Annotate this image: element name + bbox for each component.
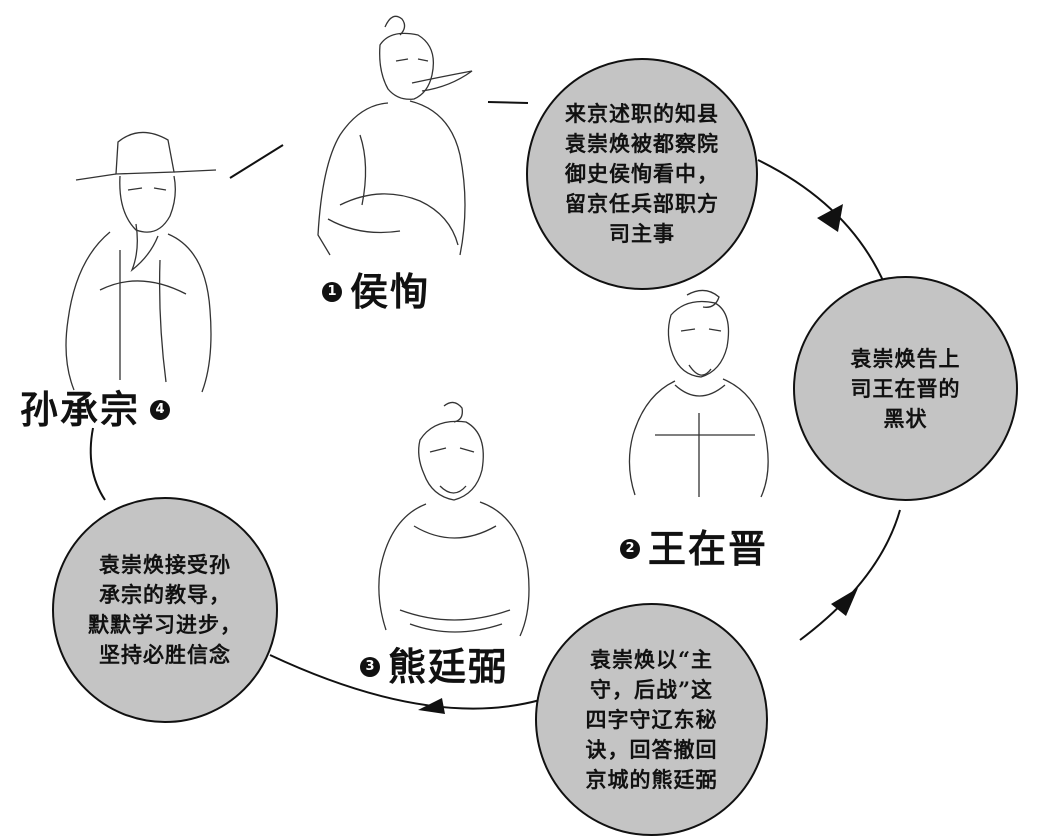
arrow-head-2: [831, 588, 858, 616]
connector-event3-to-event4: [269, 654, 541, 710]
event-bubble-4: 袁崇焕接受孙 承宗的教导， 默默学习进步， 坚持必胜信念: [52, 497, 278, 723]
person-name-wangzaijin: 王在晋: [648, 526, 769, 571]
person-name-houxun: 侯恂: [350, 269, 431, 314]
person-number-1: 1: [322, 282, 342, 302]
portrait-sunchengzong: [40, 120, 230, 400]
person-number-4: 4: [150, 400, 171, 420]
arrow-head-3: [418, 698, 445, 714]
person-label-wangzaijin: 2 王在晋: [620, 527, 768, 571]
arrow-head-1: [817, 204, 843, 232]
person-number-3: 3: [360, 657, 380, 677]
connector-event4-to-sunchengzong: [89, 427, 106, 501]
connector-event1-to-event2: [757, 159, 886, 286]
portrait-houxun-icon: [317, 15, 473, 256]
portrait-wangzaijin-icon: [628, 289, 769, 498]
event-bubble-3: 袁崇焕以“主 守，后战”这 四字守辽东秘 诀，回答撤回 京城的熊廷弼: [535, 603, 768, 836]
event-bubble-2: 袁崇焕告上 司王在晋的 黑状: [793, 276, 1018, 501]
person-number-2: 2: [620, 539, 640, 559]
person-name-xiongtingbi: 熊廷弼: [388, 644, 509, 689]
connector-sunchengzong-to-houxun: [229, 144, 284, 179]
portrait-xiongtingbi-icon: [378, 401, 530, 637]
person-name-sunchengzong: 孙承宗: [20, 387, 141, 432]
portrait-xiongtingbi: [370, 400, 540, 645]
portrait-sunchengzong-icon: [65, 131, 217, 393]
person-label-houxun: 1 侯恂: [322, 270, 430, 314]
portrait-wangzaijin: [615, 285, 785, 505]
event-text-3: 袁崇焕以“主 守，后战”这 四字守辽东秘 诀，回答撤回 京城的熊廷弼: [585, 646, 718, 792]
event-text-2: 袁崇焕告上 司王在晋的 黑状: [850, 345, 961, 431]
event-text-4: 袁崇焕接受孙 承宗的教导， 默默学习进步， 坚持必胜信念: [88, 552, 242, 667]
connector-event2-to-event3: [799, 509, 901, 641]
event-bubble-1: 来京述职的知县 袁崇焕被都察院 御史侯恂看中， 留京任兵部职方 司主事: [526, 58, 758, 290]
portrait-houxun: [300, 5, 495, 270]
person-label-sunchengzong: 孙承宗 4: [20, 387, 171, 432]
connector-houxun-to-event1: [487, 101, 529, 104]
event-text-1: 来京述职的知县 袁崇焕被都察院 御史侯恂看中， 留京任兵部职方 司主事: [565, 101, 719, 246]
person-label-xiongtingbi: 3 熊廷弼: [360, 645, 508, 689]
